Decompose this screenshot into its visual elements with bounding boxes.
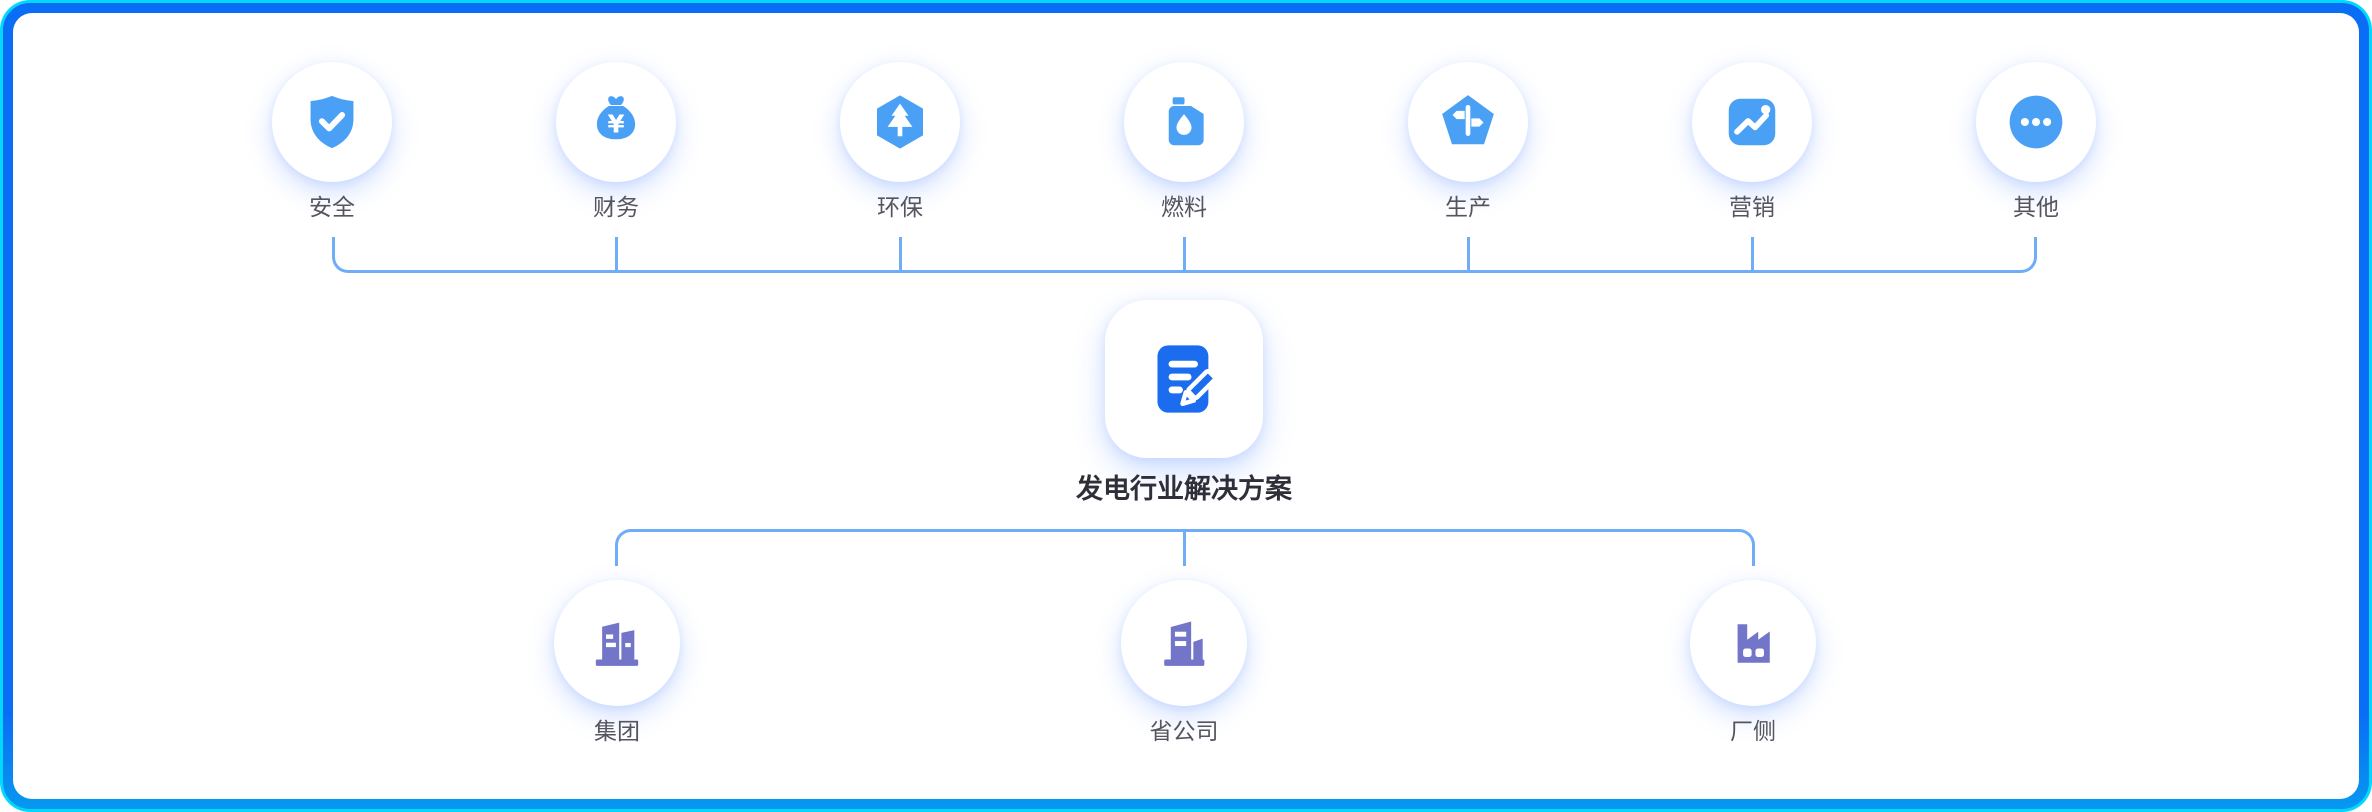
- svg-text:¥: ¥: [607, 110, 624, 139]
- node-circle: ¥: [556, 62, 676, 182]
- node-label: 财务: [593, 194, 639, 220]
- group-buildings-icon: [595, 622, 639, 666]
- connector-stub: [1467, 237, 1470, 271]
- center-node-title: 发电行业解决方案: [1076, 474, 1292, 504]
- bottom-bracket-connector: [615, 529, 1755, 566]
- node-circle: [1976, 62, 2096, 182]
- node-label: 燃料: [1161, 194, 1207, 220]
- top-node-safety: 安全: [242, 62, 422, 220]
- document-edit-icon: [1157, 345, 1218, 413]
- node-circle: [272, 62, 392, 182]
- top-node-fuel: 燃料: [1094, 62, 1274, 220]
- bottom-node-provincial-company: 省公司: [1084, 580, 1284, 744]
- node-circle: [1124, 62, 1244, 182]
- node-circle: [1408, 62, 1528, 182]
- node-label: 营销: [1729, 194, 1775, 220]
- top-node-finance: ¥ 财务: [526, 62, 706, 220]
- node-circle: [1692, 62, 1812, 182]
- connector-stub: [615, 237, 618, 271]
- top-bracket-connector: [332, 237, 2037, 273]
- pencil-glyph: [1180, 369, 1218, 407]
- company-building-icon: [1164, 621, 1205, 666]
- top-node-production: 生产: [1378, 62, 1558, 220]
- top-node-environment: 环保: [810, 62, 990, 220]
- node-label: 安全: [309, 194, 355, 220]
- signpost-icon: [1442, 95, 1494, 145]
- node-circle: [1121, 580, 1247, 706]
- top-node-marketing: 营销: [1662, 62, 1842, 220]
- connector-stub: [1183, 237, 1186, 271]
- node-label: 其他: [2013, 194, 2059, 220]
- node-label: 生产: [1445, 194, 1491, 220]
- connector-stub: [1183, 532, 1186, 566]
- money-bag-icon: ¥: [596, 96, 636, 140]
- trend-chart-icon: [1728, 98, 1776, 146]
- ellipsis-icon: [2009, 95, 2063, 149]
- connector-stub: [899, 237, 902, 271]
- bottom-node-plant-side: 厂侧: [1653, 580, 1853, 744]
- bottom-node-group: 集团: [517, 580, 717, 744]
- node-circle: [1690, 580, 1816, 706]
- node-label: 环保: [877, 194, 923, 220]
- node-label: 集团: [594, 718, 640, 744]
- eco-tree-icon: [877, 95, 923, 149]
- connector-stub: [1751, 237, 1754, 271]
- top-node-other: 其他: [1946, 62, 2126, 220]
- node-circle: [840, 62, 960, 182]
- node-label: 省公司: [1149, 718, 1219, 744]
- center-node-solution: [1105, 300, 1263, 458]
- fuel-can-icon: [1168, 97, 1204, 146]
- node-circle: [554, 580, 680, 706]
- factory-icon: [1737, 624, 1770, 663]
- shield-check-icon: [310, 95, 354, 149]
- center-node-card: [1105, 300, 1263, 458]
- node-label: 厂侧: [1730, 718, 1776, 744]
